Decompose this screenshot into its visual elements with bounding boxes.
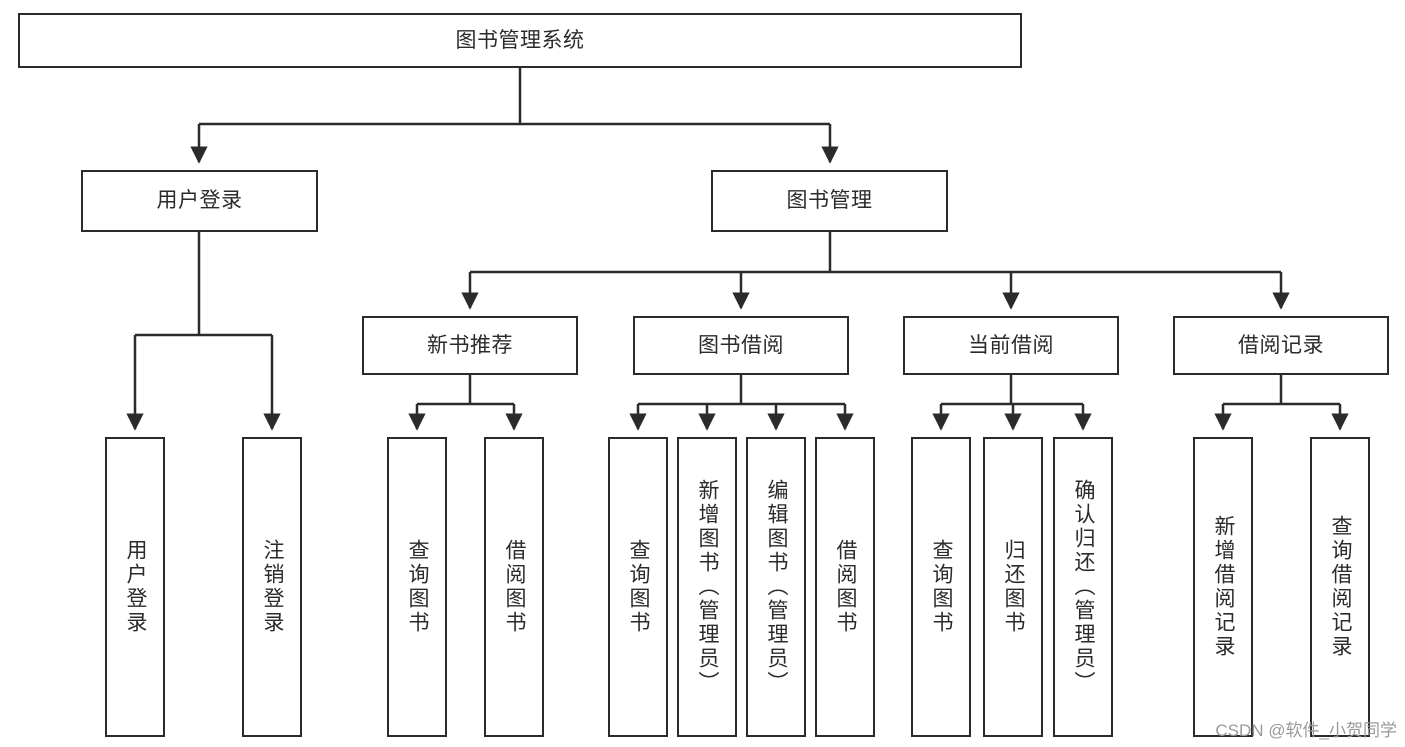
node-leaf-query-record-label: 查询借阅记录 <box>1329 515 1353 659</box>
node-leaf-user-logout-label: 注销登录 <box>261 539 285 635</box>
node-leaf-borrow-book-rec-label: 借阅图书 <box>503 539 527 635</box>
node-leaf-confirm-return-label: 确认归还（管理员） <box>1072 479 1096 695</box>
node-borrow-record-label: 借阅记录 <box>1238 333 1324 357</box>
node-leaf-add-record[interactable]: 新增借阅记录 <box>1193 437 1253 737</box>
node-book-borrow[interactable]: 图书借阅 <box>633 316 849 375</box>
node-leaf-borrow-book-rec[interactable]: 借阅图书 <box>484 437 544 737</box>
node-leaf-user-login[interactable]: 用户登录 <box>105 437 165 737</box>
node-user-login[interactable]: 用户登录 <box>81 170 318 232</box>
node-leaf-query-book-cur-label: 查询图书 <box>930 539 954 635</box>
node-leaf-query-book-cur[interactable]: 查询图书 <box>911 437 971 737</box>
node-leaf-add-book-label: 新增图书（管理员） <box>696 479 720 695</box>
node-leaf-user-login-label: 用户登录 <box>124 539 148 635</box>
node-borrow-record[interactable]: 借阅记录 <box>1173 316 1389 375</box>
node-leaf-return-book[interactable]: 归还图书 <box>983 437 1043 737</box>
node-book-manage[interactable]: 图书管理 <box>711 170 948 232</box>
node-leaf-query-book-rec[interactable]: 查询图书 <box>387 437 447 737</box>
node-current-borrow[interactable]: 当前借阅 <box>903 316 1119 375</box>
node-root[interactable]: 图书管理系统 <box>18 13 1022 68</box>
node-leaf-query-book-borrow[interactable]: 查询图书 <box>608 437 668 737</box>
node-new-book-rec[interactable]: 新书推荐 <box>362 316 578 375</box>
node-leaf-return-book-label: 归还图书 <box>1002 539 1026 635</box>
node-user-login-label: 用户登录 <box>156 189 243 213</box>
node-book-borrow-label: 图书借阅 <box>698 333 784 357</box>
node-leaf-query-record[interactable]: 查询借阅记录 <box>1310 437 1370 737</box>
node-root-label: 图书管理系统 <box>455 28 585 52</box>
node-leaf-borrow-book-label: 借阅图书 <box>834 539 858 635</box>
node-new-book-rec-label: 新书推荐 <box>427 333 513 357</box>
node-leaf-add-book[interactable]: 新增图书（管理员） <box>677 437 737 737</box>
csdn-watermark: CSDN @软件_小贺同学 <box>1215 721 1397 740</box>
node-leaf-borrow-book[interactable]: 借阅图书 <box>815 437 875 737</box>
node-book-manage-label: 图书管理 <box>786 189 873 213</box>
node-leaf-user-logout[interactable]: 注销登录 <box>242 437 302 737</box>
node-leaf-query-book-rec-label: 查询图书 <box>406 539 430 635</box>
node-leaf-add-record-label: 新增借阅记录 <box>1212 515 1236 659</box>
node-leaf-edit-book-label: 编辑图书（管理员） <box>765 479 789 695</box>
node-leaf-query-book-borrow-label: 查询图书 <box>627 539 651 635</box>
node-leaf-confirm-return[interactable]: 确认归还（管理员） <box>1053 437 1113 737</box>
node-leaf-edit-book[interactable]: 编辑图书（管理员） <box>746 437 806 737</box>
node-current-borrow-label: 当前借阅 <box>968 333 1054 357</box>
